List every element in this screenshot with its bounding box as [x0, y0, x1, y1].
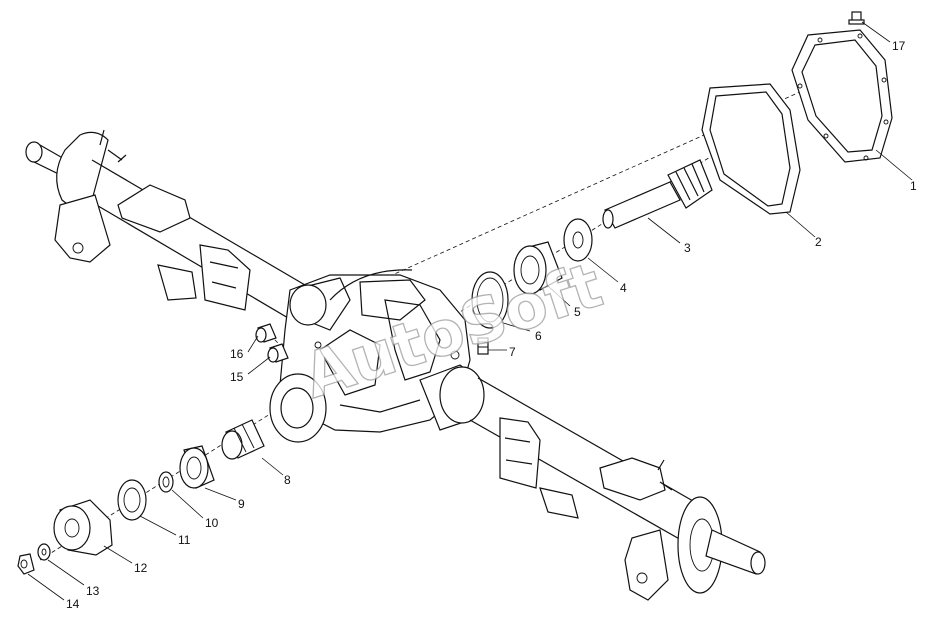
- differential-housing: [269, 269, 485, 443]
- callout-4: 4: [620, 281, 627, 295]
- drive-pinion: [602, 159, 713, 229]
- callout-13: 13: [86, 584, 100, 598]
- snap-ring: [471, 271, 509, 329]
- callout-12: 12: [134, 561, 148, 575]
- rear-cover: [791, 29, 893, 163]
- drain-plug: [477, 337, 489, 355]
- callout-6: 6: [535, 329, 542, 343]
- pinion-shim: [563, 218, 593, 262]
- bushing-15: [267, 343, 289, 363]
- washer-13: [37, 543, 51, 561]
- wheel-bearing: [179, 445, 215, 489]
- callout-11: 11: [178, 533, 191, 547]
- callout-14: 14: [66, 597, 80, 611]
- callout-leaders: [27, 21, 913, 601]
- cover-bolt: [848, 11, 865, 25]
- callout-1: 1: [910, 179, 917, 193]
- bushing-16: [255, 323, 277, 343]
- oil-seal-sleeve: [221, 419, 265, 460]
- washer-10: [158, 471, 174, 493]
- flange-nut: [17, 553, 35, 575]
- callout-17: 17: [892, 39, 906, 53]
- pinion-bearing: [513, 241, 563, 295]
- seal-ring-11: [117, 479, 147, 521]
- callout-labels: 1 2 3 4 5 6 7 8 9 10 11 12 13 14 15 16 1…: [66, 39, 917, 611]
- cover-gasket: [701, 83, 801, 215]
- callout-7: 7: [509, 345, 516, 359]
- companion-flange: [53, 499, 113, 556]
- right-axle-tube: [469, 377, 766, 601]
- callout-5: 5: [574, 305, 581, 319]
- callout-15: 15: [230, 370, 244, 384]
- callout-2: 2: [815, 235, 822, 249]
- callout-8: 8: [284, 473, 291, 487]
- callout-3: 3: [684, 241, 691, 255]
- callout-10: 10: [205, 516, 219, 530]
- callout-16: 16: [230, 347, 244, 361]
- left-axle-tube: [25, 129, 306, 326]
- callout-9: 9: [238, 497, 245, 511]
